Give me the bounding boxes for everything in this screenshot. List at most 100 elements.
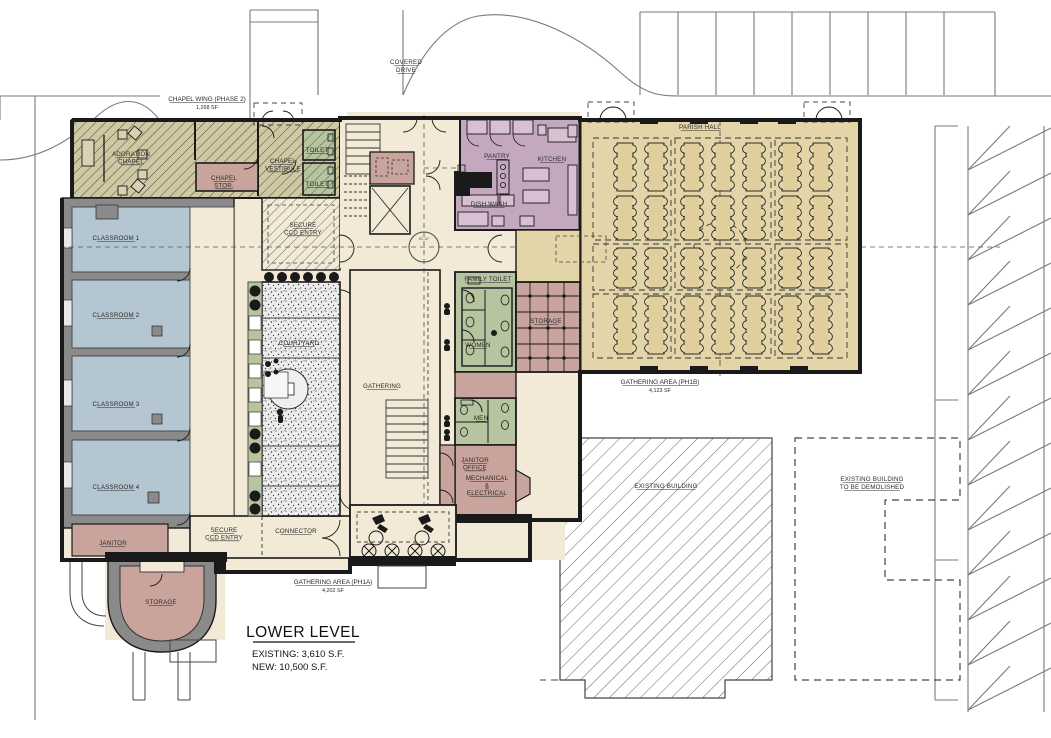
banquet-chair [632, 180, 637, 190]
banquet-chair [742, 258, 747, 268]
banquet-chair [730, 332, 735, 342]
banquet-chair [613, 343, 618, 353]
banquet-chair [663, 156, 668, 166]
banquet-chair [613, 218, 618, 229]
banquet-chair [699, 144, 704, 154]
banquet-chair [711, 278, 716, 288]
banquet-chair [663, 248, 668, 258]
banquet-chair [742, 229, 747, 240]
banquet-chair [809, 297, 814, 307]
banquet-chair [680, 248, 685, 258]
banquet-chair [778, 248, 783, 258]
banquet-chair [730, 196, 735, 207]
banquet-chair [761, 248, 766, 258]
banquet-chair [730, 218, 735, 229]
banquet-chair [742, 196, 747, 207]
banquet-chair [730, 207, 735, 218]
banquet-chair [680, 278, 685, 288]
banquet-chair [613, 332, 618, 342]
banquet-chair [613, 144, 618, 154]
existing-sf-note: EXISTING: 3,610 S.F. [252, 649, 344, 660]
banquet-chair [828, 207, 833, 218]
banquet-chair [809, 258, 814, 268]
banquet-chair [644, 297, 649, 307]
banquet-chair [742, 332, 747, 342]
banquet-chair [680, 180, 685, 190]
banquet-chair [730, 297, 735, 307]
banquet-chair [797, 332, 802, 342]
banquet-chair [828, 248, 833, 258]
banquet-chair [761, 332, 766, 342]
banquet-chair [809, 248, 814, 258]
room-label-connector: CONNECTOR [275, 528, 317, 535]
banquet-chair [632, 308, 637, 318]
banquet-chair [613, 196, 618, 207]
banquet-chair [730, 156, 735, 166]
banquet-chair [644, 320, 649, 330]
banquet-chair [778, 268, 783, 278]
banquet-chair [742, 168, 747, 178]
room-labels: ADORATIONCHAPELCHAPELSTOR.CHAPELVESTIBUL… [93, 124, 722, 606]
banquet-chair [761, 343, 766, 353]
banquet-chair [778, 332, 783, 342]
room-label-classroom-3: CLASSROOM 3 [93, 401, 140, 408]
banquet-chair [711, 258, 716, 268]
banquet-chair [663, 297, 668, 307]
banquet-chair [711, 248, 716, 258]
banquet-chair [761, 180, 766, 190]
banquet-chair [644, 332, 649, 342]
banquet-chair [809, 207, 814, 218]
room-label-gathering: GATHERING [363, 383, 401, 390]
banquet-chair [699, 268, 704, 278]
page-title: LOWER LEVEL [246, 624, 360, 641]
parking-stalls-top [639, 11, 996, 96]
new-sf-note: NEW: 10,500 S.F. [252, 662, 327, 673]
area-value-chapel-wing-phase2: 1,268 SF [196, 105, 219, 111]
banquet-chair [809, 320, 814, 330]
banquet-chair [797, 278, 802, 288]
banquet-chair [730, 268, 735, 278]
south-entry-stoop [169, 565, 427, 663]
banquet-chair [632, 156, 637, 166]
banquet-chair [663, 180, 668, 190]
room-label-toilet-upper: TOILET [306, 147, 329, 154]
banquet-chair [632, 332, 637, 342]
banquet-chair [797, 258, 802, 268]
banquet-chair [778, 156, 783, 166]
banquet-chair [797, 218, 802, 229]
room-label-chapel-vestibule: VESTIBULE [265, 165, 301, 172]
banquet-chair [742, 207, 747, 218]
banquet-chair [680, 343, 685, 353]
banquet-chair [828, 278, 833, 288]
banquet-chair [778, 207, 783, 218]
banquet-chair [663, 168, 668, 178]
banquet-chair [613, 248, 618, 258]
banquet-chair [809, 343, 814, 353]
room-label-janitor-office: JANITOR [461, 457, 489, 464]
banquet-chair [828, 268, 833, 278]
banquet-chair [699, 218, 704, 229]
area-value-gathering-area-ph1a: 4,202 SF [322, 588, 345, 594]
banquet-chair [699, 320, 704, 330]
banquet-chair [742, 320, 747, 330]
banquet-chair [699, 196, 704, 207]
south-service-bay [349, 504, 457, 559]
room-label-janitor-office: OFFICE [463, 464, 487, 471]
banquet-chair [632, 258, 637, 268]
banquet-chair [680, 258, 685, 268]
banquet-chair [778, 168, 783, 178]
banquet-chair [680, 196, 685, 207]
room-label-secure-ccd-entry-upper: SECURE [290, 222, 317, 229]
room-label-men: MEN [474, 415, 488, 422]
banquet-chair [761, 320, 766, 330]
banquet-chair [711, 218, 716, 229]
room-label-dish-wash: DISH WASH [471, 201, 508, 208]
banquet-chair [809, 332, 814, 342]
room-label-secure-ccd-entry-upper: CCD ENTRY [284, 229, 322, 236]
banquet-chair [711, 168, 716, 178]
banquet-chair [663, 218, 668, 229]
banquet-chair [761, 218, 766, 229]
banquet-chair [809, 156, 814, 166]
banquet-chair [680, 268, 685, 278]
mech-elec-zone [439, 371, 531, 521]
